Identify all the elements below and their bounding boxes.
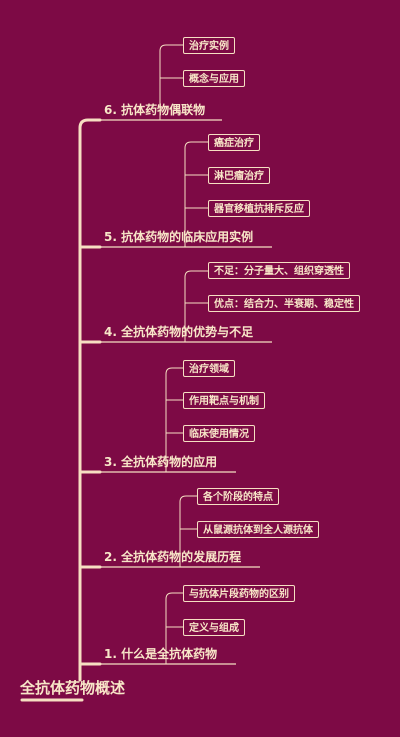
connector-3 bbox=[165, 367, 183, 472]
branch-3-leaf-3[interactable]: 临床使用情况 bbox=[183, 425, 255, 442]
branch-1-title[interactable]: 1. 什么是全抗体药物 bbox=[104, 647, 218, 661]
branch-4-title[interactable]: 4. 全抗体药物的优势与不足 bbox=[104, 325, 254, 339]
branch-6-leaf-2[interactable]: 概念与应用 bbox=[183, 70, 245, 87]
branch-5-title[interactable]: 5. 抗体药物的临床应用实例 bbox=[104, 230, 254, 244]
branch-5-leaf-2[interactable]: 淋巴瘤治疗 bbox=[208, 167, 270, 184]
connector-2 bbox=[179, 495, 197, 567]
branch-2-title[interactable]: 2. 全抗体药物的发展历程 bbox=[104, 550, 242, 564]
branch-5-leaf-1[interactable]: 癌症治疗 bbox=[208, 134, 260, 151]
root-topic[interactable]: 全抗体药物概述 bbox=[20, 679, 126, 697]
branch-2-leaf-1[interactable]: 各个阶段的特点 bbox=[197, 488, 279, 505]
branch-2-leaf-2[interactable]: 从鼠源抗体到全人源抗体 bbox=[197, 521, 319, 538]
trunk-line bbox=[78, 118, 102, 682]
branch-6-leaf-1[interactable]: 治疗实例 bbox=[183, 37, 235, 54]
connector-1 bbox=[165, 592, 183, 664]
branch-3-leaf-1[interactable]: 治疗领域 bbox=[183, 360, 235, 377]
branch-4-leaf-2[interactable]: 优点：结合力、半衰期、稳定性 bbox=[208, 295, 360, 312]
branch-4-leaf-1[interactable]: 不足：分子量大、组织穿透性 bbox=[208, 262, 350, 279]
connector-4 bbox=[184, 270, 208, 342]
branch-3-title[interactable]: 3. 全抗体药物的应用 bbox=[104, 455, 218, 469]
branch-6-title[interactable]: 6. 抗体药物偶联物 bbox=[104, 103, 206, 117]
branch-1-leaf-1[interactable]: 与抗体片段药物的区别 bbox=[183, 585, 295, 602]
branch-5-leaf-3[interactable]: 器官移植抗排斥反应 bbox=[208, 200, 310, 217]
connector-5 bbox=[184, 141, 208, 247]
connector-6 bbox=[159, 44, 183, 120]
branch-3-leaf-2[interactable]: 作用靶点与机制 bbox=[183, 392, 265, 409]
branch-1-leaf-2[interactable]: 定义与组成 bbox=[183, 619, 245, 636]
